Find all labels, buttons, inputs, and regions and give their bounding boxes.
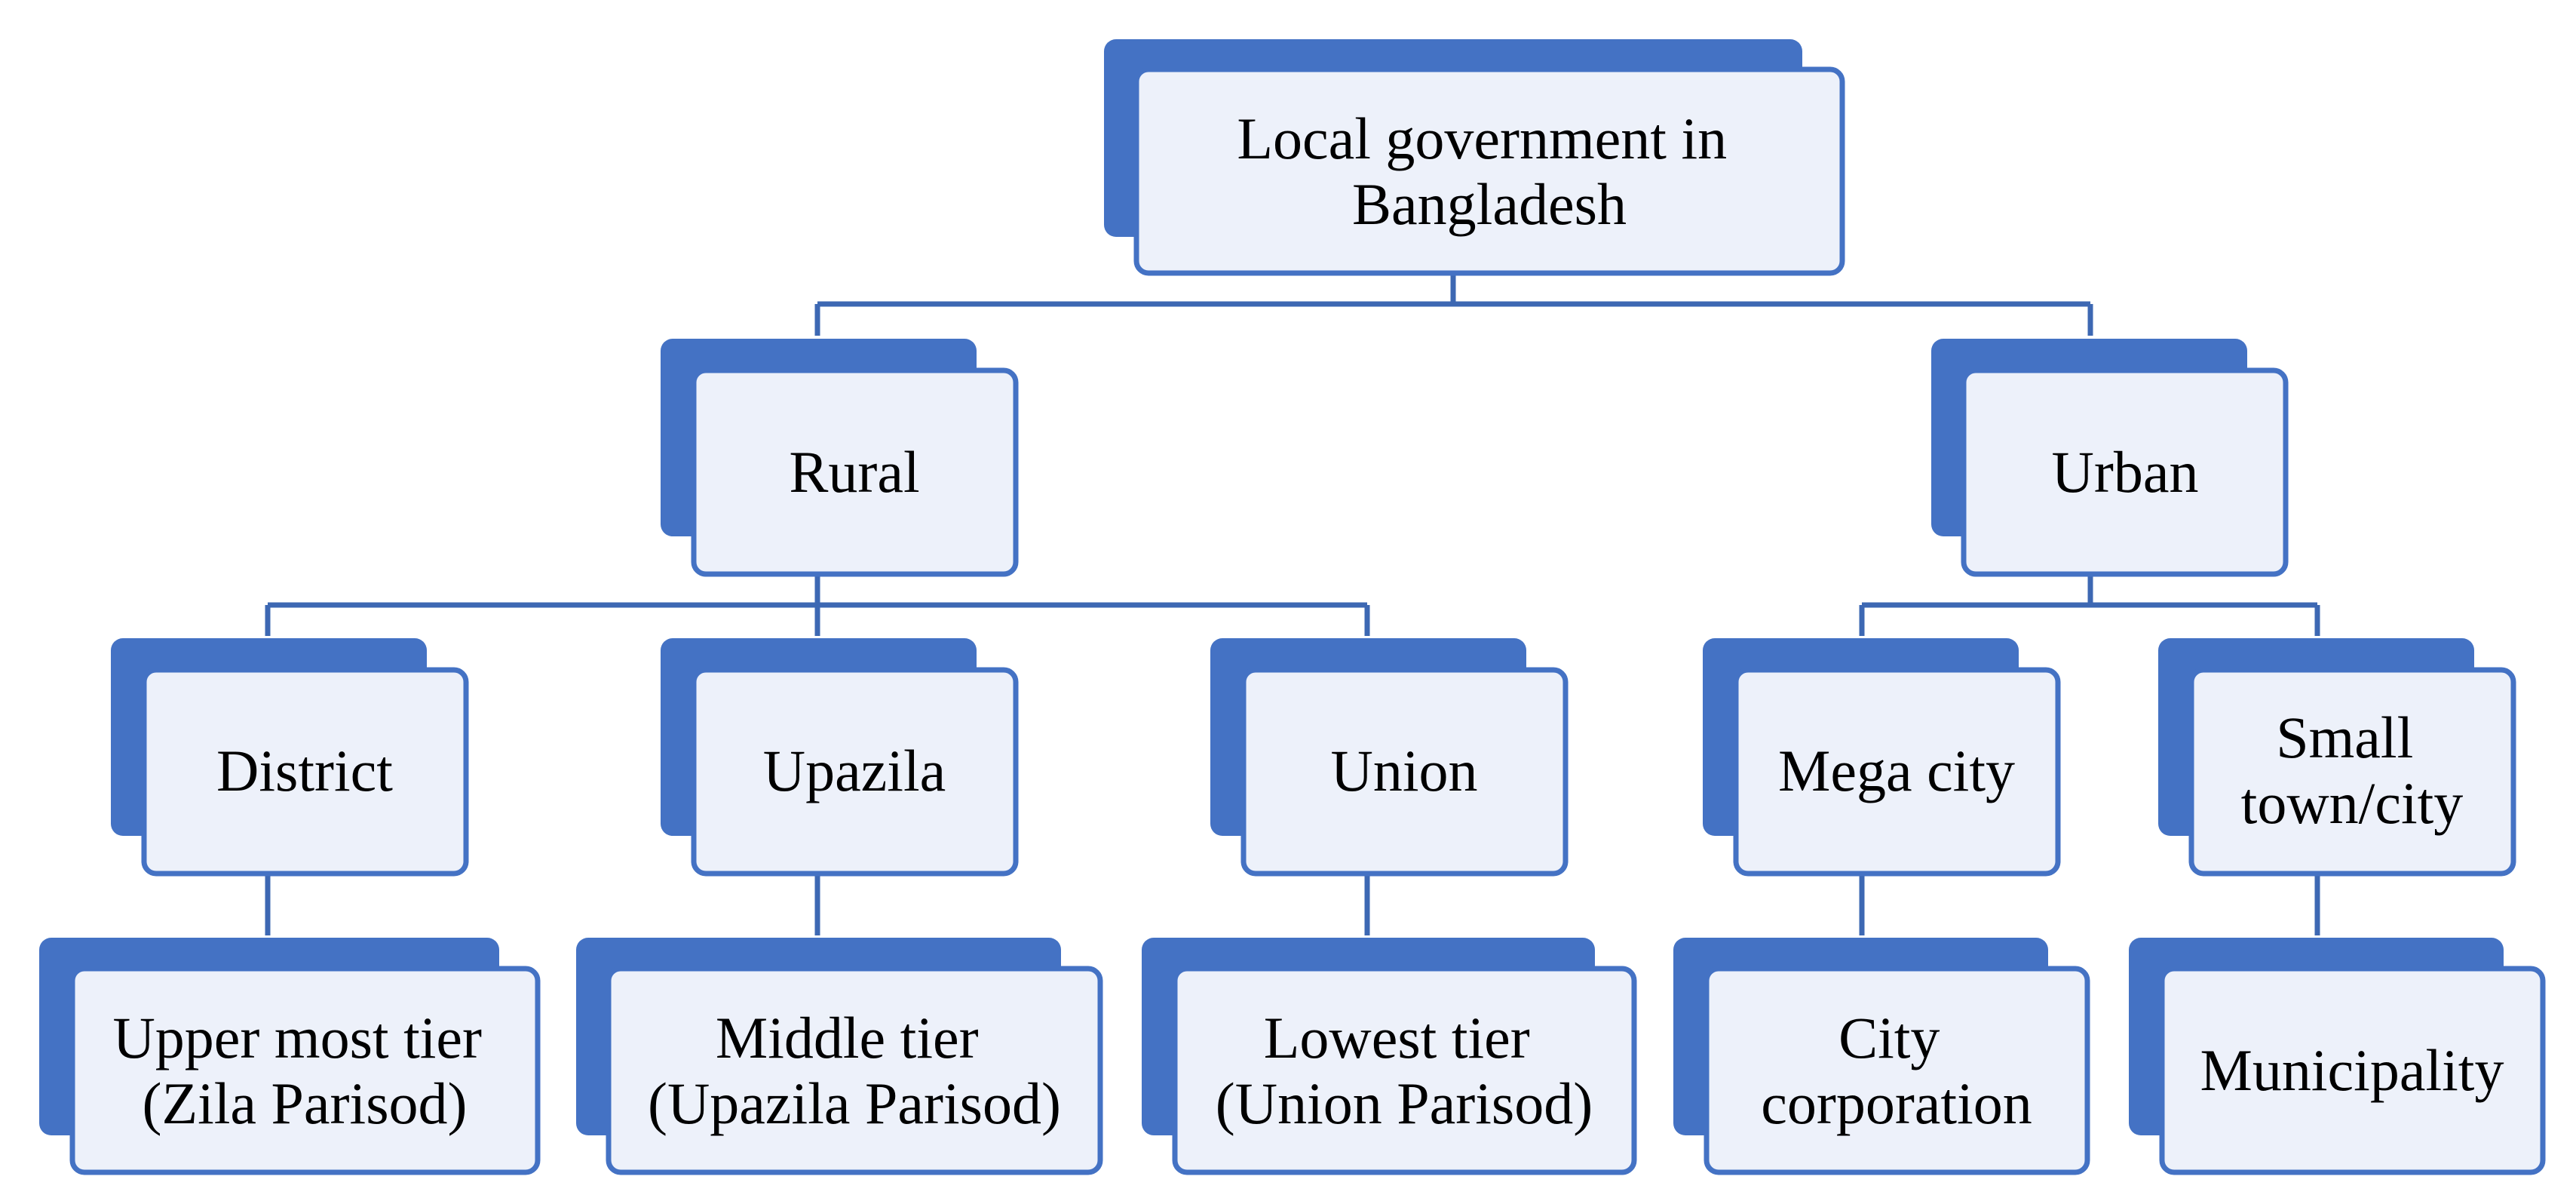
node-upazila-parisod: Middle tier (Upazila Parisod) <box>576 938 1103 1175</box>
node-union-parisod-label: Lowest tier (Union Parisod) <box>1216 1005 1593 1136</box>
node-small-town-card <box>2188 667 2516 877</box>
node-district-label: District <box>216 738 393 803</box>
node-upazila-label: Upazila <box>763 738 946 803</box>
node-small-town: Small town/city <box>2158 638 2516 877</box>
node-root-label: Local government in Bangladesh <box>1237 106 1741 237</box>
node-city-corporation-card <box>1704 966 2090 1175</box>
node-city-corporation-label: City corporation <box>1761 1005 2032 1136</box>
node-urban-card <box>1961 367 2289 577</box>
node-union-parisod: Lowest tier (Union Parisod) <box>1142 938 1637 1175</box>
node-zila-parisod: Upper most tier (Zila Parisod) <box>39 938 541 1175</box>
node-municipality-label: Municipality <box>2200 1037 2504 1103</box>
node-small-town-label: Small town/city <box>2241 705 2464 836</box>
node-union-card <box>1240 667 1569 877</box>
node-zila-parisod-card <box>69 966 541 1175</box>
node-root: Local government in Bangladesh <box>1104 39 1845 276</box>
node-urban-label: Urban <box>2052 439 2199 505</box>
node-municipality: Municipality <box>2129 938 2546 1175</box>
connectors <box>265 273 2320 935</box>
node-municipality-card <box>2159 966 2546 1175</box>
node-mega-city-card <box>1733 667 2061 877</box>
node-root-card <box>1133 66 1845 276</box>
node-rural-card <box>691 367 1019 577</box>
node-district: District <box>111 638 469 877</box>
node-mega-city: Mega city <box>1703 638 2061 877</box>
node-zila-parisod-label: Upper most tier (Zila Parisod) <box>112 1005 496 1136</box>
node-upazila-card <box>691 667 1019 877</box>
node-city-corporation: City corporation <box>1673 938 2090 1175</box>
node-urban: Urban <box>1931 339 2289 577</box>
node-district-card <box>141 667 469 877</box>
node-upazila: Upazila <box>661 638 1019 877</box>
connector-urban-to-children <box>1859 575 2320 636</box>
connector-rural-to-children <box>265 575 1370 636</box>
node-union-label: Union <box>1331 738 1478 803</box>
node-union: Union <box>1210 638 1569 877</box>
node-union-parisod-card <box>1172 966 1637 1175</box>
node-rural-label: Rural <box>789 439 919 505</box>
node-rural: Rural <box>661 339 1019 577</box>
node-upazila-parisod-label: Middle tier (Upazila Parisod) <box>648 1005 1061 1136</box>
node-upazila-parisod-card <box>606 966 1103 1175</box>
connector-root-to-level2 <box>814 273 2093 336</box>
node-mega-city-label: Mega city <box>1778 738 2015 803</box>
